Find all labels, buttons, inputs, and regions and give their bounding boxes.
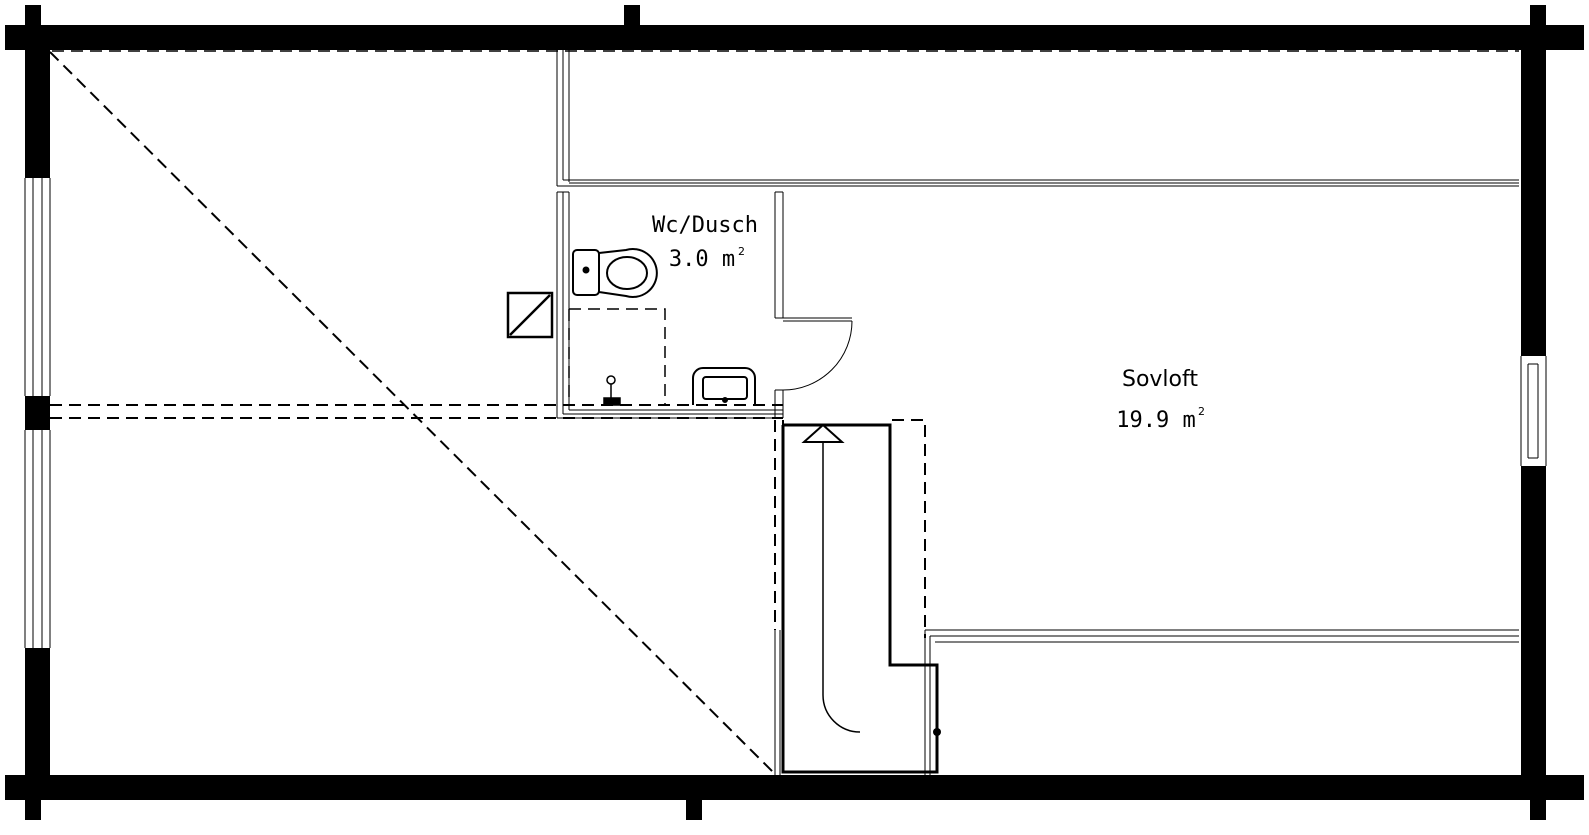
staircase — [781, 423, 941, 774]
interior-walls — [556, 50, 1519, 775]
log-end-bottom-left — [25, 800, 41, 820]
sink-icon — [692, 367, 756, 405]
log-end-bottom-mid — [686, 800, 702, 820]
sovloft-labels: Sovloft 19.9 m 2 — [1116, 367, 1205, 433]
wall-knee-bottom — [924, 629, 1519, 775]
top-wall — [5, 25, 1584, 50]
wall-wc-left — [556, 191, 570, 418]
shower-outline — [569, 308, 666, 405]
stair-path-curve — [822, 694, 861, 733]
chimney-box-icon — [506, 291, 554, 339]
sovloft-room-area: 19.9 m — [1116, 408, 1195, 433]
windows — [24, 178, 1547, 648]
wall-stair-left — [774, 630, 781, 775]
right-wall-upper — [1521, 50, 1546, 356]
window-left-upper — [24, 178, 51, 396]
window-left-lower — [24, 430, 51, 648]
sovloft-area-superscript: 2 — [1198, 405, 1205, 418]
wc-area-superscript: 2 — [738, 245, 745, 258]
outer-walls — [5, 5, 1584, 820]
wc-labels: Wc/Dusch 3.0 m 2 — [652, 213, 758, 272]
log-end-top-left — [25, 5, 41, 25]
window-right — [1520, 356, 1547, 466]
wall-wc-right — [774, 191, 784, 418]
stair-outline — [781, 423, 939, 774]
log-end-bottom-right — [1530, 800, 1546, 820]
wc-room-name: Wc/Dusch — [652, 213, 758, 238]
fixtures — [506, 248, 756, 406]
right-wall-lower — [1521, 466, 1546, 775]
sovloft-room-name: Sovloft — [1122, 367, 1198, 392]
stair-up-arrow — [801, 423, 845, 443]
wall-wc-bottom — [557, 409, 783, 419]
bottom-wall — [5, 775, 1584, 800]
wc-room-area: 3.0 m — [669, 247, 735, 272]
shower-tap-icon — [603, 375, 621, 406]
wc-door — [782, 317, 853, 391]
wall-knee-top — [556, 50, 1519, 187]
toilet-icon — [572, 248, 658, 298]
stair-opening-right — [892, 419, 926, 638]
log-end-top-right — [1530, 5, 1546, 25]
door-swing-arc — [782, 320, 853, 391]
log-end-top-mid — [624, 5, 640, 25]
left-wall-upper — [25, 50, 50, 178]
left-wall-mid — [25, 396, 50, 430]
stair-end-dot — [933, 728, 941, 736]
left-wall-lower — [25, 648, 50, 775]
